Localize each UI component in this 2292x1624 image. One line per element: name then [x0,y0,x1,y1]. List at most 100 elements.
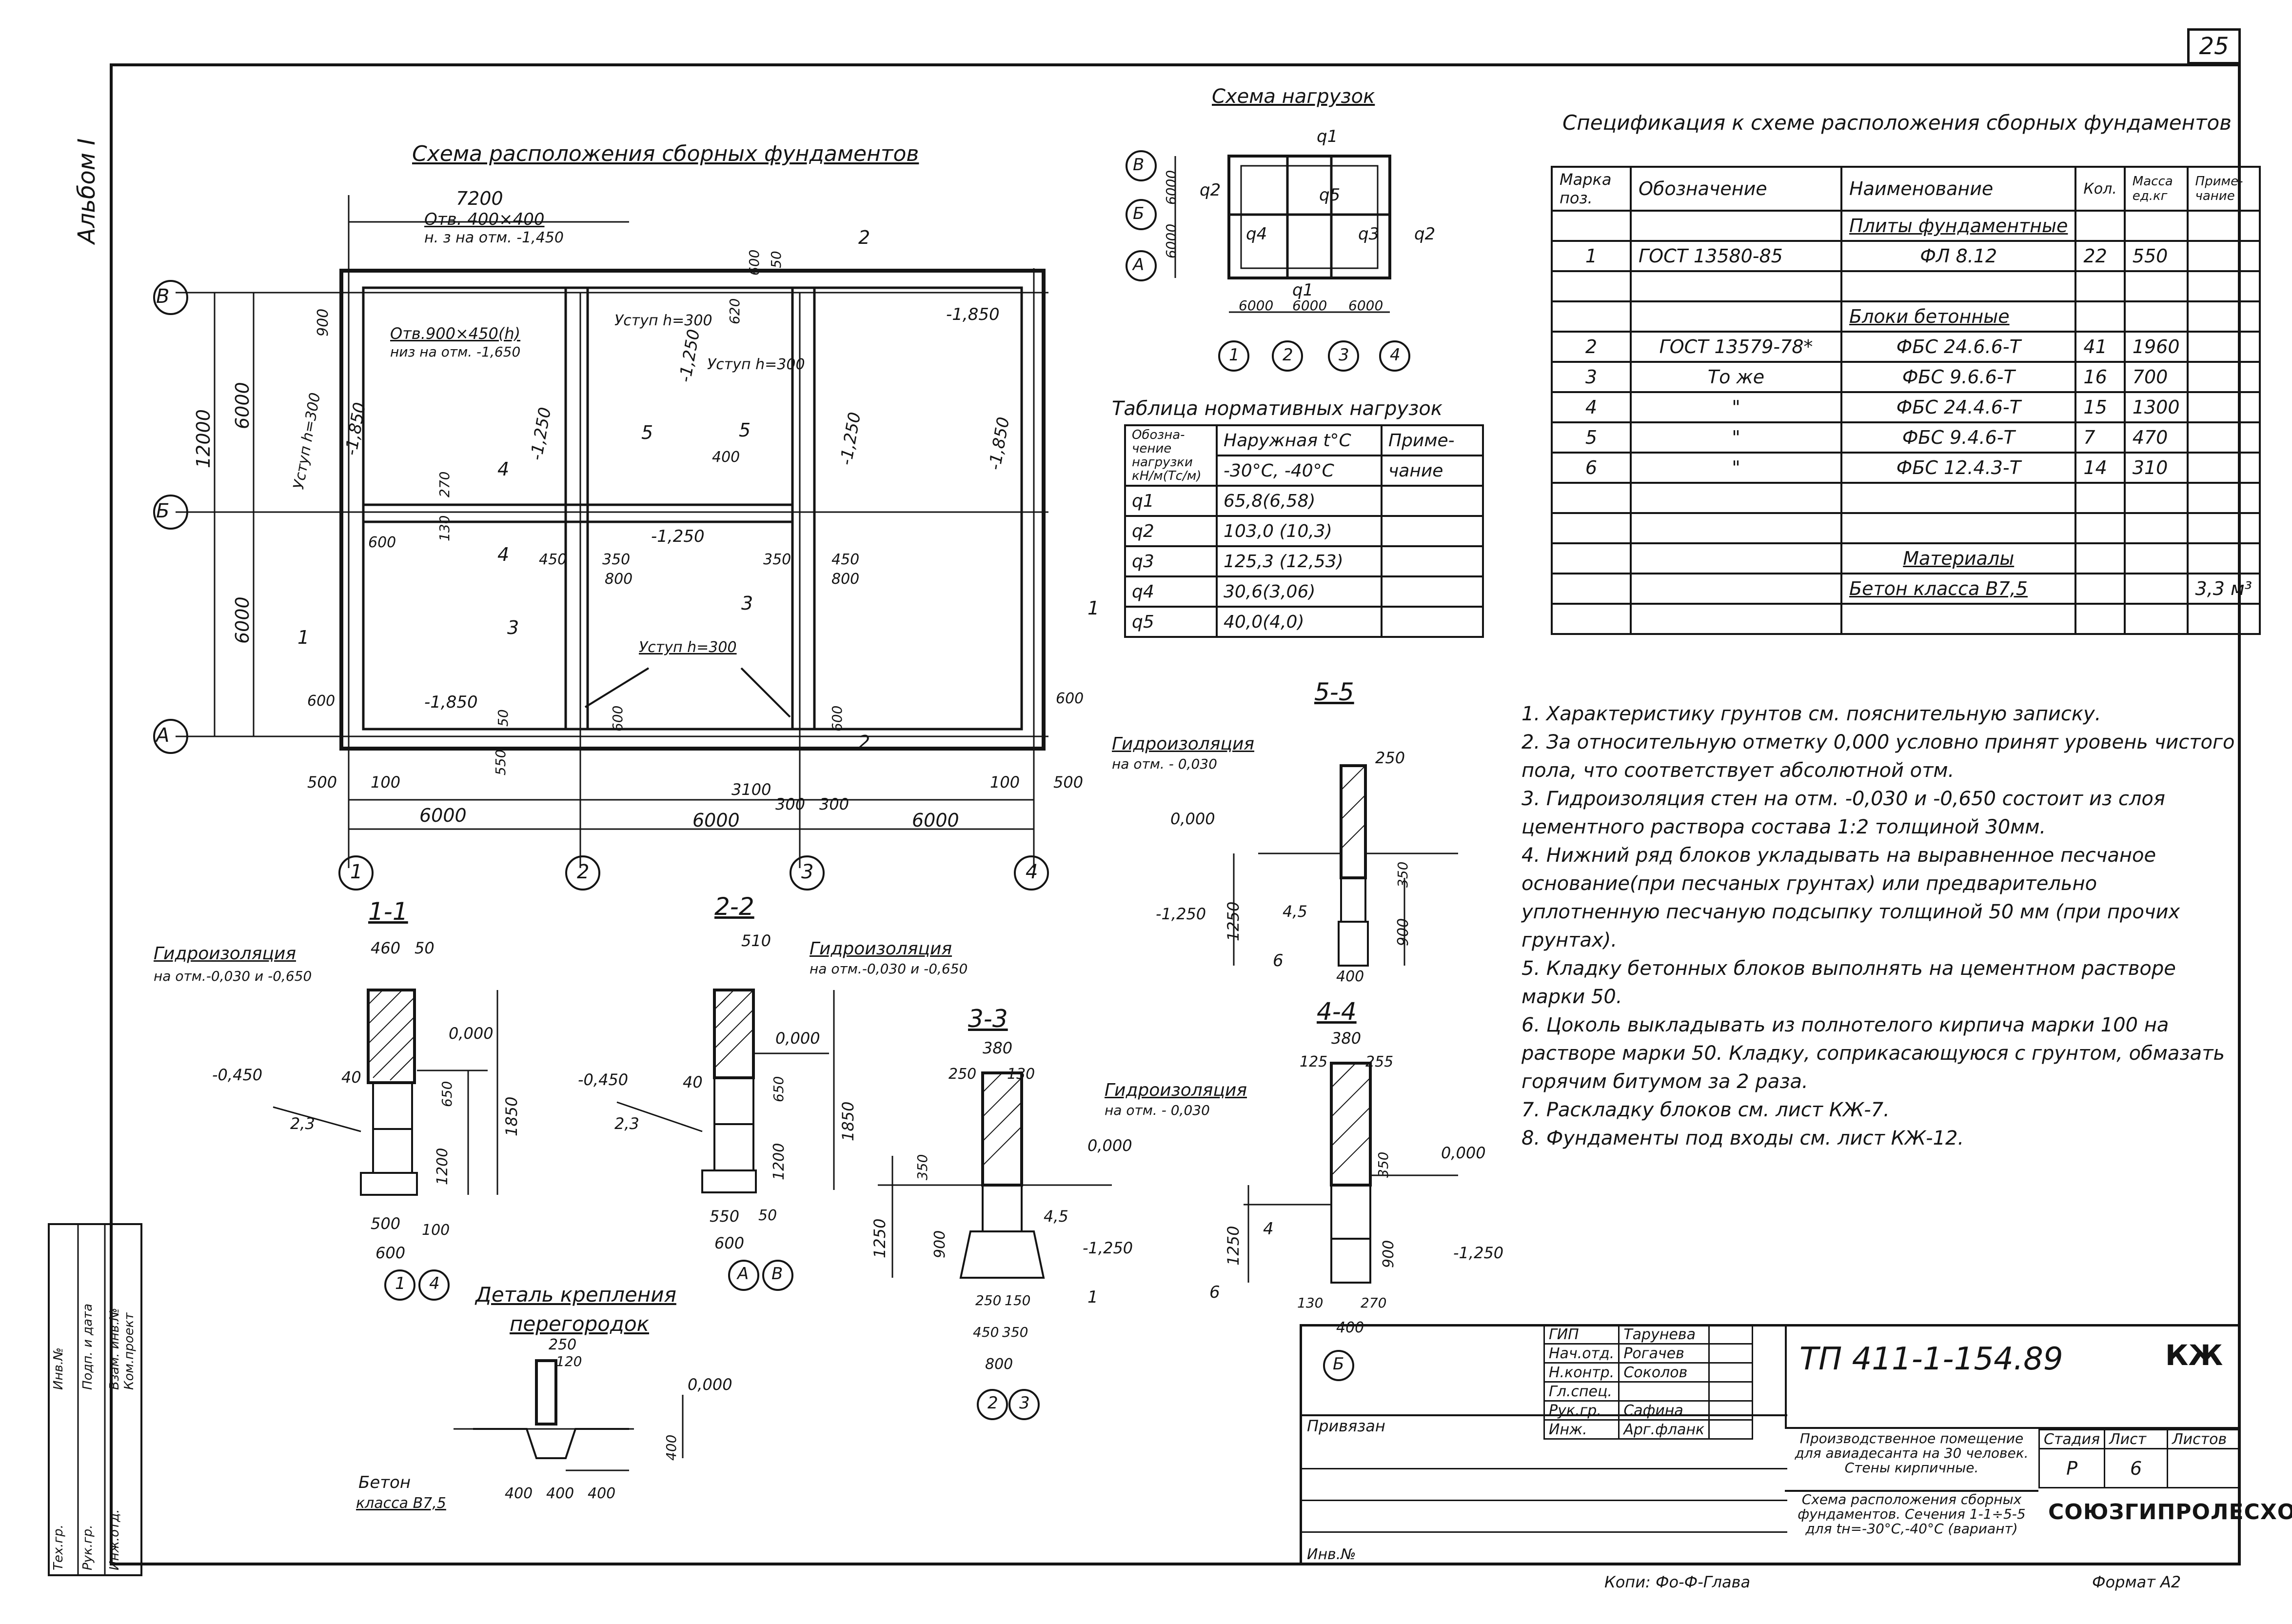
load-label-q3: q3 [1358,224,1380,244]
stamp-privyazan: Привязан [1307,1417,1385,1435]
left-stamp-4: Инв.№ [51,1347,66,1390]
sec-mark-1b: 1 [1087,597,1100,619]
plan-axis-1: 1 [350,861,363,883]
s33-hydro: Гидроизоляция [1105,1080,1247,1100]
plan-axis-b: Б [156,500,170,522]
s44-mark-4: 4 [1263,1219,1274,1239]
s33-hydro-lvl: на отм. - 0,030 [1105,1102,1210,1118]
section-1-1-title: 1-1 [368,897,408,926]
dim-s-600e: 600 [829,705,845,732]
s44-dim-130: 130 [1297,1295,1324,1311]
s33-mark-45: 4,5 [1044,1207,1068,1226]
s33-axis-2: 2 [988,1393,998,1413]
format-label: Формат А2 [2092,1573,2181,1591]
detail-dim-400v: 400 [663,1434,679,1461]
ls-dim-v2: 6000 [1163,223,1179,258]
loads-table: Обозна-чение нагрузки кН/м(Тс/м) Наружна… [1124,424,1484,638]
s44-lvl-125: -1,250 [1453,1244,1504,1262]
detail-dim-400b: 400 [546,1485,574,1502]
dim-s-600b: 600 [1056,690,1084,707]
ls-dim-h2: 6000 [1292,297,1327,314]
s22-hydro: Гидроизоляция [810,939,952,959]
s55-dim-250: 250 [1375,749,1405,767]
ls-axis-a: А [1133,255,1145,275]
s33-dim-450: 450 [973,1324,999,1340]
dim-small-100b: 100 [990,773,1020,792]
s11-dim-50: 50 [415,939,435,957]
load-label-q2-left: q2 [1200,180,1221,200]
s11-dim-100: 100 [422,1222,450,1239]
sec-mark-4a: 4 [497,458,510,480]
level-1: -1,850 [946,305,1000,324]
load-label-q4: q4 [1246,224,1267,244]
dim-s-130: 130 [436,515,453,541]
note-5: 5. Кладку бетонных блоков выполнять на ц… [1521,957,2176,1008]
dim-small-300a: 300 [775,795,806,813]
s55-dim-350: 350 [1395,861,1411,888]
s11-dim-600: 600 [375,1244,406,1262]
spec-th-name: Наименование [1840,166,2077,212]
note-1: 1. Характеристику грунтов см. пояснитель… [1521,703,2101,725]
dim-bottom-3: 6000 [912,810,959,831]
step-label-1: Уступ h=300 [614,312,712,329]
sec-mark-5a: 5 [641,422,653,443]
left-stamp-7: Ком.проект [122,1312,137,1390]
dim-s-600d: 600 [610,705,626,732]
section-5-5-title: 5-5 [1314,678,1354,706]
detail-concrete-class: класса В7,5 [356,1495,446,1512]
dim-small-300b: 300 [819,795,850,813]
s44-axis-b: Б [1333,1354,1344,1374]
dim-s-800b: 800 [831,571,860,588]
level-2: -1,850 [424,693,478,712]
s33-dim-380: 380 [983,1039,1013,1057]
note-8: 8. Фундаменты под входы см. лист КЖ-12. [1521,1127,1964,1149]
detail-concrete: Бетон [358,1473,411,1492]
s55-dim-900: 900 [1395,918,1412,946]
opening-2-level: низ на отм. -1,650 [390,344,521,360]
stamp-code: ТП 411-1-154.89 [1799,1341,2063,1377]
dim-s-450b: 450 [831,551,860,568]
s44-dim-380: 380 [1331,1029,1362,1048]
sec-mark-1a: 1 [297,627,310,648]
plan-title: Схема расположения сборных фундаментов [412,141,919,166]
section-3-3-title: 3-3 [968,1005,1008,1033]
s33-dim-1250: 1250 [870,1218,889,1258]
dim-s-550: 550 [493,749,509,775]
s11-axis-4: 4 [429,1274,440,1293]
plan-axis-3: 3 [801,861,814,883]
sec-mark-3b: 3 [741,593,753,614]
table-row: Блоки бетонные [1551,300,2261,333]
note-3: 3. Гидроизоляция стен на отм. -0,030 и -… [1521,788,2165,838]
note-7: 7. Раскладку блоков см. лист КЖ-7. [1521,1099,1890,1121]
sec-mark-4b: 4 [497,544,510,565]
load-label-q1-bottom: q1 [1292,280,1314,300]
left-stamp-6: Взам. инв.№ [107,1307,122,1390]
dim-s-600a: 600 [307,693,336,710]
s11-axis-1: 1 [395,1274,406,1293]
ls-axis-2: 2 [1283,345,1293,365]
ls-axis-4: 4 [1390,345,1401,365]
s33-lvl-125: -1,250 [1083,1239,1133,1257]
table-row [1551,512,2261,544]
dim-s-620: 620 [727,298,743,324]
left-stamp-5: Подп. и дата [80,1303,95,1390]
left-stamp-3: Инж.отд. [107,1509,122,1570]
load-label-q2-right: q2 [1414,224,1436,244]
table-row [1551,603,2261,635]
spec-th-note: Приме-чание [2186,166,2261,212]
dim-s-450a: 450 [539,551,567,568]
stamp-rule-1 [1300,1468,1787,1469]
opening-1: Отв. 400×400 [424,210,545,229]
s33-mark-1: 1 [1087,1287,1098,1307]
table-row: Материалы [1551,542,2261,574]
s11-lvl-0: 0,000 [449,1024,494,1043]
sec-mark-3a: 3 [507,617,519,638]
step-label-4: Уступ h=300 [639,639,737,656]
dim-small-100a: 100 [371,773,401,792]
s55-hydro-lvl: на отм. - 0,030 [1112,756,1217,772]
